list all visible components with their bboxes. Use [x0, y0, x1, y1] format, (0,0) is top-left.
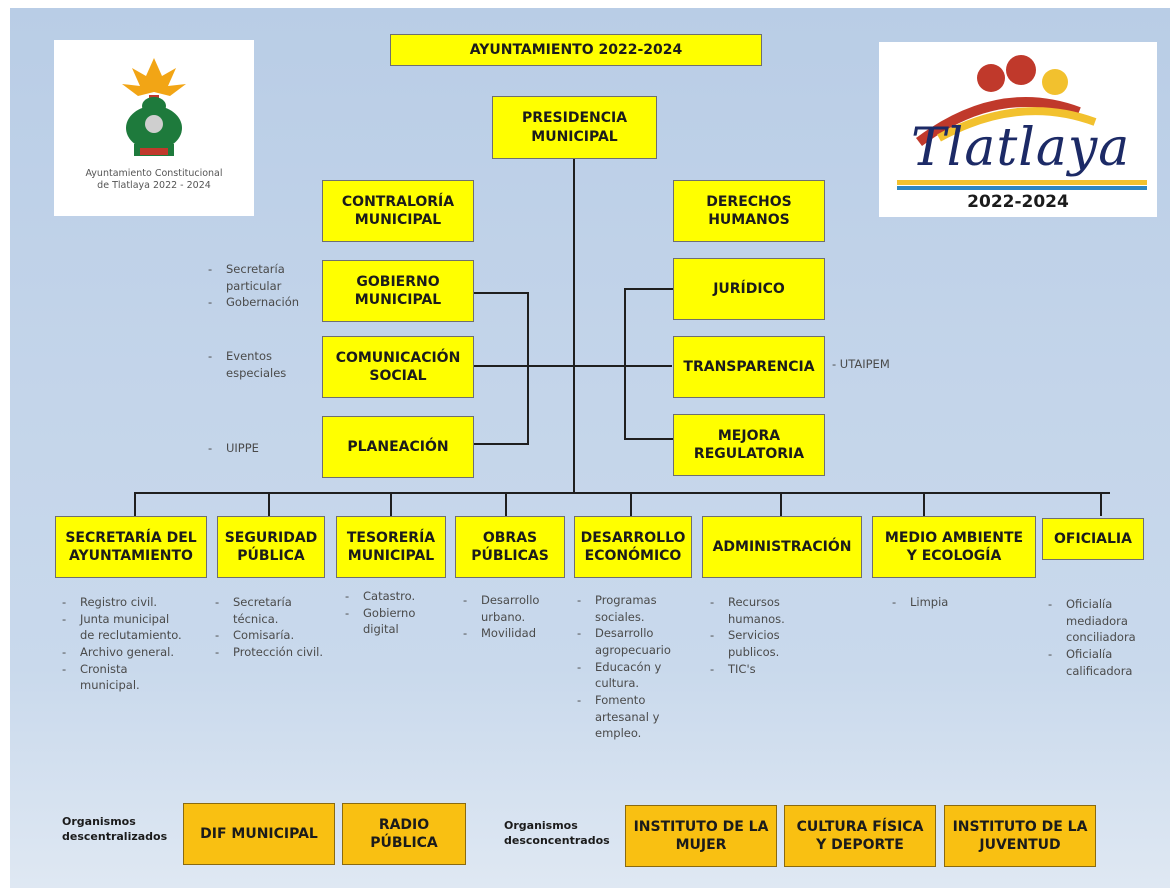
tlatlaya-people-icon: [897, 55, 1147, 190]
dept-secretaria-box: SECRETARÍA DEL AYUNTAMIENTO: [55, 516, 207, 578]
note-item: Catastro.: [343, 588, 453, 605]
descentralizados-label: Organismos descentralizados: [62, 815, 168, 843]
planeacion-box: PLANEACIÓN: [322, 416, 474, 478]
note-item: Cronista municipal.: [60, 661, 210, 694]
dept-administracion-notes: Recursos humanos. Servicios publicos. TI…: [708, 594, 828, 677]
note-item: Protección civil.: [213, 644, 333, 661]
chart-title: AYUNTAMIENTO 2022-2024: [390, 34, 762, 66]
gobierno-municipal-box: GOBIERNO MUNICIPAL: [322, 260, 474, 322]
dept-secretaria-notes: Registro civil. Junta municipal de reclu…: [60, 594, 210, 694]
dept-drop-6: [780, 492, 782, 516]
gobierno-notes: Secretaría particular Gobernación: [206, 261, 336, 311]
note-item: Junta municipal de reclutamiento.: [60, 611, 210, 644]
note-item: Registro civil.: [60, 594, 210, 611]
ayuntamiento-emblem-icon: [122, 58, 186, 156]
comunicacion-social-box: COMUNICACIÓN SOCIAL: [322, 336, 474, 398]
note-item: Fomento artesanal y empleo.: [575, 692, 695, 742]
dept-administracion-box: ADMINISTRACIÓN: [702, 516, 862, 578]
transparencia-box: TRANSPARENCIA: [673, 336, 825, 398]
note-item: Limpia: [890, 594, 1010, 611]
note-item: Gobierno digital: [343, 605, 453, 638]
department-bus-line: [134, 492, 1110, 494]
note-item: Gobernación: [206, 294, 336, 311]
note-item: Desarrollo agropecuario: [575, 625, 695, 658]
note-item: Comisaría.: [213, 627, 333, 644]
dept-drop-5: [630, 492, 632, 516]
instituto-mujer-box: INSTITUTO DE LA MUJER: [625, 805, 777, 867]
juridico-box: JURÍDICO: [673, 258, 825, 320]
dept-medio-ambiente-box: MEDIO AMBIENTE Y ECOLOGÍA: [872, 516, 1036, 578]
trunk-line: [573, 158, 575, 493]
dept-seguridad-box: SEGURIDAD PÚBLICA: [217, 516, 325, 578]
left-bracket-top: [474, 292, 529, 294]
note-item: Archivo general.: [60, 644, 210, 661]
right-bracket-top: [624, 288, 674, 290]
radio-publica-box: RADIO PÚBLICA: [342, 803, 466, 865]
note-item: Oficialía mediadora conciliadora: [1046, 596, 1166, 646]
note-item: Desarrollo urbano.: [461, 592, 571, 625]
note-item: Servicios publicos.: [708, 627, 828, 660]
left-bracket-bottom: [474, 443, 529, 445]
dept-drop-2: [268, 492, 270, 516]
note-item: Eventos especiales: [206, 348, 326, 381]
dept-drop-1: [134, 492, 136, 516]
note-item: Programas sociales.: [575, 592, 695, 625]
dept-desarrollo-notes: Programas sociales. Desarrollo agropecua…: [575, 592, 695, 742]
note-item: Oficialía calificadora: [1046, 646, 1166, 679]
ayuntamiento-caption: Ayuntamiento Constitucional de Tlatlaya …: [85, 168, 223, 191]
note-item: TIC's: [708, 661, 828, 678]
right-bracket-vertical: [624, 288, 626, 440]
dept-tesoreria-notes: Catastro. Gobierno digital: [343, 588, 453, 638]
dept-desarrollo-box: DESARROLLO ECONÓMICO: [574, 516, 692, 578]
cultura-fisica-box: CULTURA FÍSICA Y DEPORTE: [784, 805, 936, 867]
dept-obras-box: OBRAS PÚBLICAS: [455, 516, 565, 578]
presidencia-municipal-box: PRESIDENCIA MUNICIPAL: [492, 96, 657, 159]
middle-crossbar: [474, 365, 672, 367]
dept-drop-7: [923, 492, 925, 516]
desconcentrados-label: Organismos desconcentrados: [504, 819, 610, 847]
dept-drop-8: [1100, 492, 1102, 516]
comunicacion-notes: Eventos especiales: [206, 348, 326, 381]
note-item: Secretaría particular: [206, 261, 336, 294]
instituto-juventud-box: INSTITUTO DE LA JUVENTUD: [944, 805, 1096, 867]
org-chart-background: Ayuntamiento Constitucional de Tlatlaya …: [10, 8, 1170, 888]
ayuntamiento-logo-card: Ayuntamiento Constitucional de Tlatlaya …: [54, 40, 254, 216]
note-item: Secretaría técnica.: [213, 594, 333, 627]
left-bracket-vertical: [527, 292, 529, 445]
right-bracket-bottom: [624, 438, 674, 440]
dept-drop-4: [505, 492, 507, 516]
mejora-regulatoria-box: MEJORA REGULATORIA: [673, 414, 825, 476]
derechos-humanos-box: DERECHOS HUMANOS: [673, 180, 825, 242]
note-item: Educacón y cultura.: [575, 659, 695, 692]
dept-drop-3: [390, 492, 392, 516]
tlatlaya-years: 2022-2024: [967, 192, 1069, 212]
transparencia-note: - UTAIPEM: [832, 357, 890, 371]
tlatlaya-logo-card: Tlatlaya 2022-2024: [879, 42, 1157, 217]
dif-municipal-box: DIF MUNICIPAL: [183, 803, 335, 865]
planeacion-notes: UIPPE: [206, 440, 326, 457]
dept-seguridad-notes: Secretaría técnica. Comisaría. Protecció…: [213, 594, 333, 661]
dept-oficialia-box: OFICIALIA: [1042, 518, 1144, 560]
dept-medio-ambiente-notes: Limpia: [890, 594, 1010, 611]
note-item: Movilidad: [461, 625, 571, 642]
note-item: Recursos humanos.: [708, 594, 828, 627]
tlatlaya-wordmark: Tlatlaya: [911, 118, 1131, 178]
dept-tesoreria-box: TESORERÍA MUNICIPAL: [336, 516, 446, 578]
contraloria-box: CONTRALORÍA MUNICIPAL: [322, 180, 474, 242]
note-item: UIPPE: [206, 440, 326, 457]
dept-oficialia-notes: Oficialía mediadora conciliadora Oficial…: [1046, 596, 1166, 679]
dept-obras-notes: Desarrollo urbano. Movilidad: [461, 592, 571, 642]
